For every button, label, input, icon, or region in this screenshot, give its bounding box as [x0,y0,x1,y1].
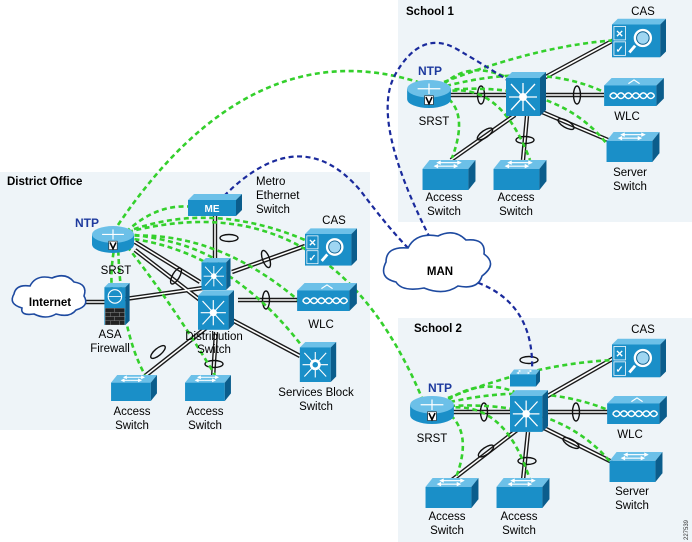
district-access-switch-1-icon [110,375,158,401]
district-access2-line2: Switch [188,420,222,432]
school2-wlc-label: WLC [617,429,643,441]
metro-label-line2: Ethernet [256,190,300,202]
metro-label-line1: Metro [256,176,285,188]
district-srst-router-icon [92,226,134,253]
me-label: ME [205,204,220,215]
school1-server-line2: Switch [613,181,647,193]
school2-access-switch-2-icon [495,478,551,508]
school1-access1-line1: Access [425,192,462,204]
district-access2-line1: Access [186,406,223,418]
school1-srst-label: SRST [419,116,450,128]
school1-wlc-label: WLC [614,111,640,123]
school1-access2-line1: Access [497,192,534,204]
school2-srst-router-icon [410,396,454,424]
internet-cloud: Internet [11,274,87,318]
district-access1-line2: Switch [115,420,149,432]
distribution-label-line1: Distribution [185,331,243,343]
distribution-label-line2: Switch [197,344,231,356]
school2-wlc-icon [606,396,668,424]
school2-cas-icon [612,338,666,378]
district-cas-label: CAS [322,215,346,227]
school1-server-switch-icon [605,132,661,162]
school2-title: School 2 [414,323,462,335]
district-wlc-label: WLC [308,319,334,331]
district-wlc-icon [297,283,357,311]
asa-label-line2: Firewall [90,343,130,355]
metro-ethernet-switch: ME [188,194,242,216]
school2-distribution-top-icon [510,369,540,387]
school1-access2-line2: Switch [499,206,533,218]
district-cas-icon [305,228,357,266]
school2-access-switch-1-icon [424,478,480,508]
ntp-blue-links [223,41,534,373]
services-block-switch-icon [299,342,337,382]
school1-access-switch-1-icon [421,160,477,190]
school2-access2-line1: Access [500,511,537,523]
school1-title: School 1 [406,6,455,18]
district-ntp-label: NTP [75,216,99,230]
school2-cas-label: CAS [631,324,655,336]
school2-core-switch-icon [510,389,548,433]
man-cloud: MAN [382,232,492,293]
school2-srst-label: SRST [417,433,448,445]
school2-server-line1: Server [615,486,649,498]
school1-access-switch-2-icon [492,160,548,190]
school2-server-line2: Switch [615,500,649,512]
school1-cas-icon [612,18,666,58]
services-label-line1: Services Block [278,387,354,399]
school1-srst-router-icon [407,80,451,108]
school2-access2-line2: Switch [502,525,536,537]
district-srst-label: SRST [101,265,132,277]
school2-ntp-label: NTP [428,381,452,395]
district-access1-line1: Access [113,406,150,418]
school1-wlc-icon [603,78,665,106]
school2-access1-line1: Access [428,511,465,523]
school1-core-switch-icon [506,72,546,116]
internet-label: Internet [29,297,71,309]
school1-access1-line2: Switch [427,206,461,218]
school2-access1-line2: Switch [430,525,464,537]
man-label: MAN [427,266,453,278]
physical-links [47,38,616,482]
asa-firewall-icon [104,283,130,325]
school1-cas-label: CAS [631,6,655,18]
school1-ntp-label: NTP [418,64,442,78]
metro-label-line3: Switch [256,204,290,216]
figure-id: 227539 [684,519,690,540]
school2-server-switch-icon [608,452,664,482]
distribution-switch-icon [198,290,234,330]
services-label-line2: Switch [299,401,333,413]
distribution-switch-top-icon [200,258,232,290]
school1-server-line1: Server [613,167,647,179]
district-office-title: District Office [7,176,82,188]
district-access-switch-2-icon [184,375,232,401]
asa-label-line1: ASA [98,329,121,341]
